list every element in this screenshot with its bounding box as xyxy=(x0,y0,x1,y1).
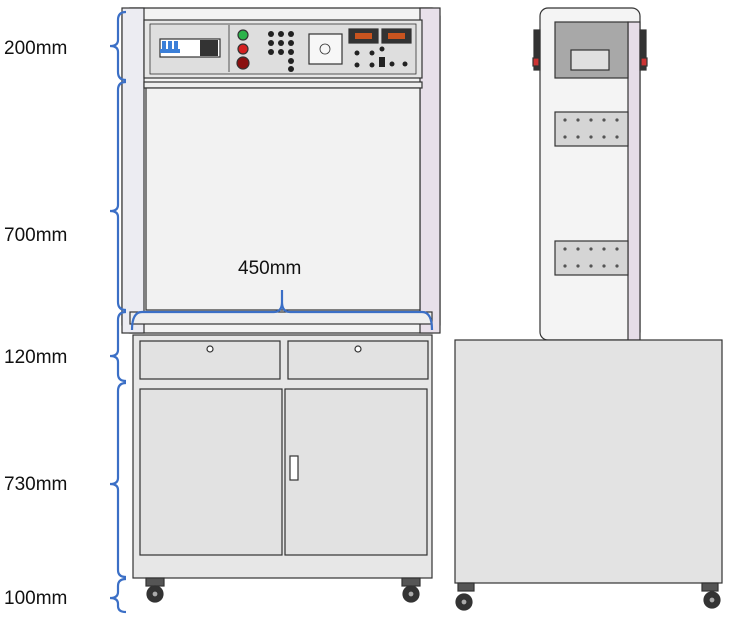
dimension-label-120mm: 120mm xyxy=(4,347,68,368)
bracket-700mm xyxy=(109,80,127,312)
caster-wheel-icon xyxy=(701,582,721,609)
dimension-brackets xyxy=(109,10,434,614)
left-door xyxy=(139,388,283,556)
side-view xyxy=(454,7,723,611)
bracket-100mm xyxy=(109,577,127,614)
right-post xyxy=(419,7,441,334)
dimension-label-450mm: 450mm xyxy=(238,258,302,279)
drawer-lock-icon xyxy=(354,345,362,353)
right-door xyxy=(284,388,428,556)
left-post xyxy=(121,7,145,334)
emergency-stop-icon xyxy=(236,56,250,70)
perforated-strip xyxy=(554,111,629,147)
bench-top xyxy=(129,311,433,325)
door-handle xyxy=(289,455,299,481)
bracket-200mm xyxy=(109,10,127,82)
dimension-label-700mm: 700mm xyxy=(4,225,68,246)
dimension-label-100mm: 100mm xyxy=(4,588,68,609)
green-indicator-icon xyxy=(237,29,249,41)
mounting-board xyxy=(145,87,421,311)
power-socket xyxy=(308,33,343,65)
bracket-450mm xyxy=(130,290,434,331)
front-view xyxy=(121,7,441,603)
bracket-120mm xyxy=(109,310,127,383)
bracket-730mm xyxy=(109,381,127,579)
perforated-strip xyxy=(554,240,629,276)
dimension-label-200mm: 200mm xyxy=(4,38,68,59)
caster-wheel-icon xyxy=(145,577,165,603)
terminal-block xyxy=(268,31,294,72)
dimension-label-730mm: 730mm xyxy=(4,474,68,495)
caster-wheel-icon xyxy=(455,582,475,611)
side-cabinet xyxy=(454,339,723,584)
side-socket xyxy=(570,49,610,71)
caster-wheel-icon xyxy=(401,577,421,603)
drawer-lock-icon xyxy=(206,345,214,353)
red-indicator-icon xyxy=(237,43,249,55)
